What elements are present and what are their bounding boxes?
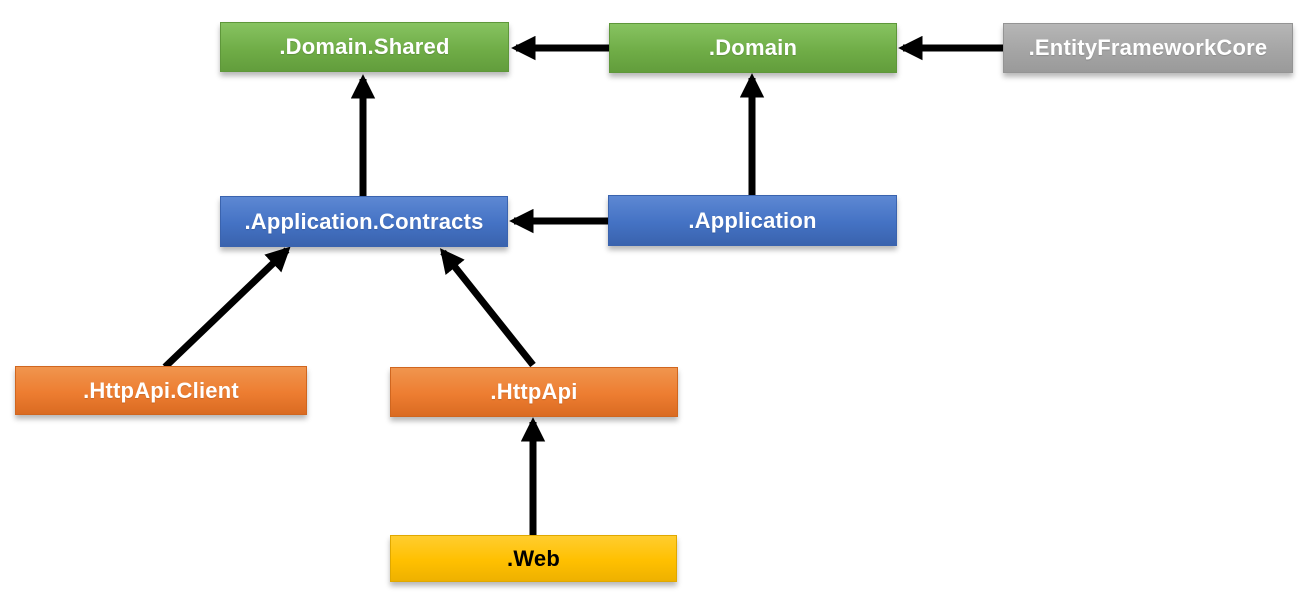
node-domain-label: .Domain — [708, 35, 798, 60]
node-httpapi-client-label: .HttpApi.Client — [83, 377, 239, 403]
node-domain-shared-label: .Domain.Shared — [279, 34, 450, 59]
node-application-contracts-label: .Application.Contracts — [244, 208, 484, 234]
node-application-contracts: .Application.Contracts — [220, 196, 508, 247]
node-entity-framework-core-label: .EntityFrameworkCore — [1028, 35, 1268, 60]
node-application: .Application — [608, 195, 897, 246]
node-application-label: .Application — [688, 207, 817, 233]
node-httpapi-client: .HttpApi.Client — [15, 366, 307, 415]
edge-httpapi-to-application-contracts-arrow — [439, 248, 536, 368]
node-web: .Web — [390, 535, 677, 582]
edge-httpapi-client-to-application-contracts-arrow — [162, 246, 291, 370]
node-web-label: .Web — [507, 545, 560, 571]
node-entity-framework-core: .EntityFrameworkCore — [1003, 23, 1293, 73]
node-httpapi: .HttpApi — [390, 367, 678, 417]
node-httpapi-label: .HttpApi — [490, 379, 578, 404]
node-domain-shared: .Domain.Shared — [220, 22, 509, 72]
node-domain: .Domain — [609, 23, 897, 73]
